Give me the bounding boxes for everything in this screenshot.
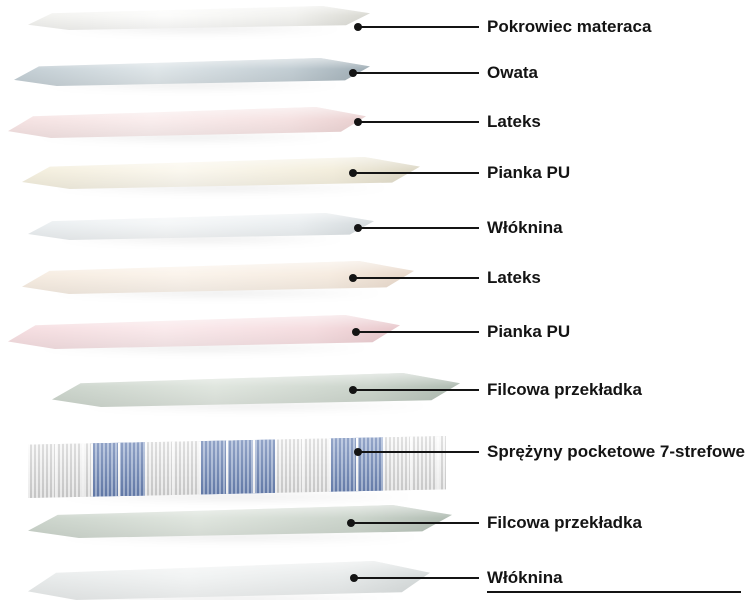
callout-line: [354, 522, 479, 524]
layer-label: Owata: [487, 63, 539, 82]
spring-zone-blue: [199, 436, 275, 498]
layer-shadow: [28, 343, 380, 353]
callout-dot: [347, 519, 355, 527]
layer-label: Pianka PU: [487, 163, 571, 182]
spring-zone-white: [274, 436, 329, 498]
callout-line: [357, 577, 479, 579]
callout-line: [356, 389, 479, 391]
callout-dot: [349, 274, 357, 282]
spring-zone-blue: [328, 436, 384, 498]
layer-label: Lateks: [487, 112, 541, 131]
layer-label: Włóknina: [487, 218, 563, 237]
layer-label: Filcowa przekładka: [487, 380, 642, 399]
layer-shadow: [34, 80, 350, 90]
callout-line: [356, 172, 479, 174]
callout-dot: [349, 386, 357, 394]
layer-label: Włóknina: [487, 568, 563, 587]
layer-label: Sprężyny pocketowe 7-strefowe: [487, 442, 745, 461]
callout-line: [361, 26, 479, 28]
layer-shadow: [72, 401, 440, 411]
callout-line: [361, 451, 479, 453]
layer-shadow: [48, 234, 354, 244]
layer-label: Lateks: [487, 268, 541, 287]
callout-line: [356, 277, 479, 279]
spring-zone-white: [383, 436, 446, 498]
layer-label: Filcowa przekładka: [487, 513, 642, 532]
callout-dot: [352, 328, 360, 336]
spring-zone-white: [28, 436, 91, 498]
mattress-layer: [28, 436, 446, 498]
bottom-rule: [487, 591, 741, 593]
layer-shadow: [28, 132, 346, 142]
layer-label: Pokrowiec materaca: [487, 17, 652, 36]
layer-label: Pianka PU: [487, 322, 571, 341]
layer-shadow: [48, 24, 350, 34]
callout-dot: [354, 448, 362, 456]
spring-zone-white: [145, 436, 200, 498]
callout-line: [361, 227, 479, 229]
callout-line: [359, 331, 479, 333]
callout-dot: [349, 69, 357, 77]
layer-shadow: [48, 492, 426, 502]
spring-zone-blue: [90, 436, 146, 498]
layer-shadow: [48, 532, 432, 542]
layer-shadow: [48, 594, 410, 600]
callout-dot: [349, 169, 357, 177]
callout-dot: [354, 224, 362, 232]
callout-line: [356, 72, 479, 74]
callout-dot: [354, 23, 362, 31]
callout-line: [361, 121, 479, 123]
callout-dot: [354, 118, 362, 126]
mattress-layer: [28, 561, 430, 600]
layer-shadow: [42, 288, 394, 298]
callout-dot: [350, 574, 358, 582]
layer-shadow: [42, 183, 400, 193]
